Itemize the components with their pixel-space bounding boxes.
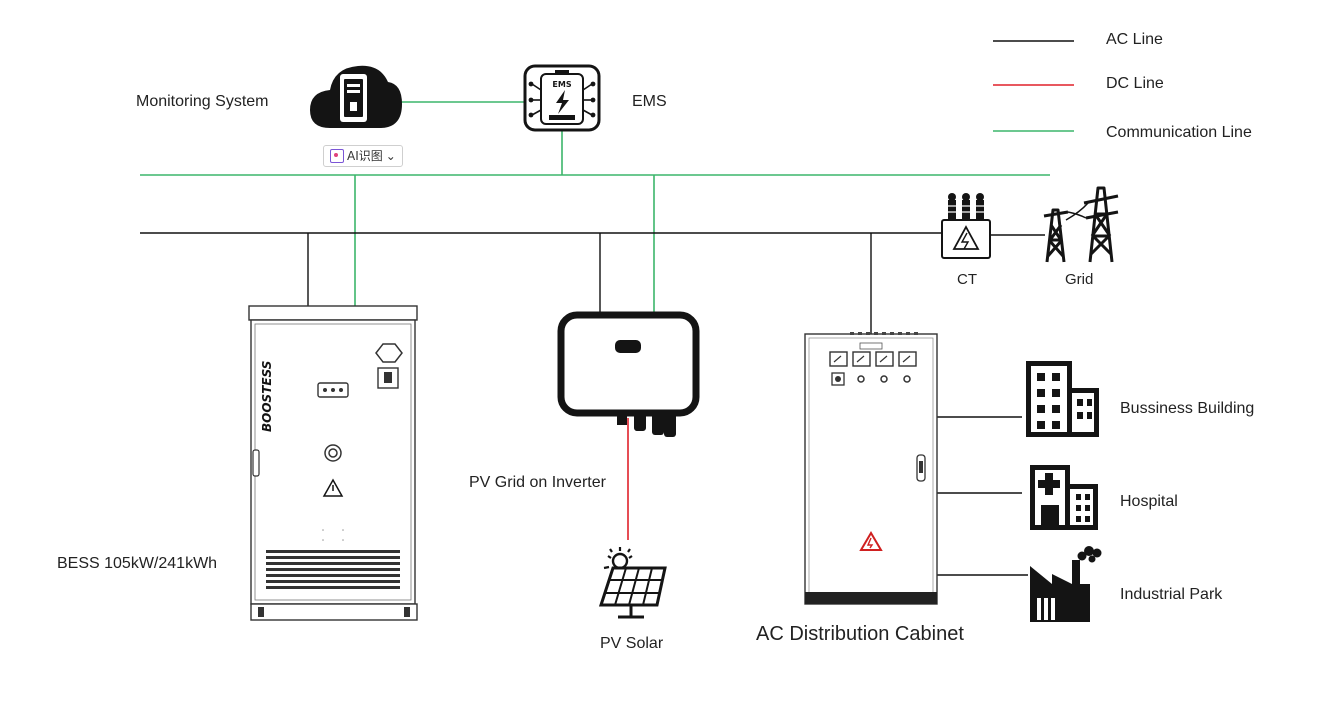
ct-transformer-icon <box>941 193 991 259</box>
hospital-icon <box>1030 465 1098 530</box>
monitoring-system-label: Monitoring System <box>136 93 269 110</box>
bess-brand-text: BOOSTESS <box>260 361 274 432</box>
ems-badge-text: EMS <box>552 80 571 89</box>
inverter-icon <box>557 311 700 437</box>
chevron-down-icon: ⌄ <box>385 149 396 163</box>
factory-icon <box>1030 546 1102 622</box>
business-building-icon <box>1026 361 1099 437</box>
hospital-label: Hospital <box>1120 493 1178 510</box>
ems-icon: EMS <box>523 64 601 132</box>
power-tower-icon <box>1043 186 1119 263</box>
ac-cabinet-label: AC Distribution Cabinet <box>756 623 964 645</box>
grid-label: Grid <box>1065 271 1093 288</box>
solar-panel-icon <box>598 547 667 619</box>
cloud-server-icon <box>310 65 402 128</box>
legend-dc-label: DC Line <box>1106 75 1164 92</box>
ac-cabinet-icon <box>804 332 938 605</box>
ai-chip-label: AI识图 <box>347 149 383 163</box>
industrial-park-label: Industrial Park <box>1120 586 1223 603</box>
legend-comm-label: Communication Line <box>1106 124 1252 141</box>
business-building-label: Bussiness Building <box>1120 400 1254 417</box>
ai-recognize-button[interactable]: AI识图 ⌄ <box>323 145 403 167</box>
ems-label: EMS <box>632 93 667 110</box>
communication-lines <box>140 101 1050 316</box>
bess-cabinet-icon: BOOSTESS <box>248 305 418 621</box>
legend <box>993 40 1074 132</box>
ac-lines <box>140 232 1045 576</box>
legend-ac-label: AC Line <box>1106 31 1163 48</box>
ai-scan-icon <box>330 149 344 163</box>
bess-label: BESS 105kW/241kWh <box>57 555 217 572</box>
ct-label: CT <box>957 271 977 288</box>
pv-solar-label: PV Solar <box>600 635 664 652</box>
inverter-label: PV Grid on Inverter <box>469 474 607 491</box>
